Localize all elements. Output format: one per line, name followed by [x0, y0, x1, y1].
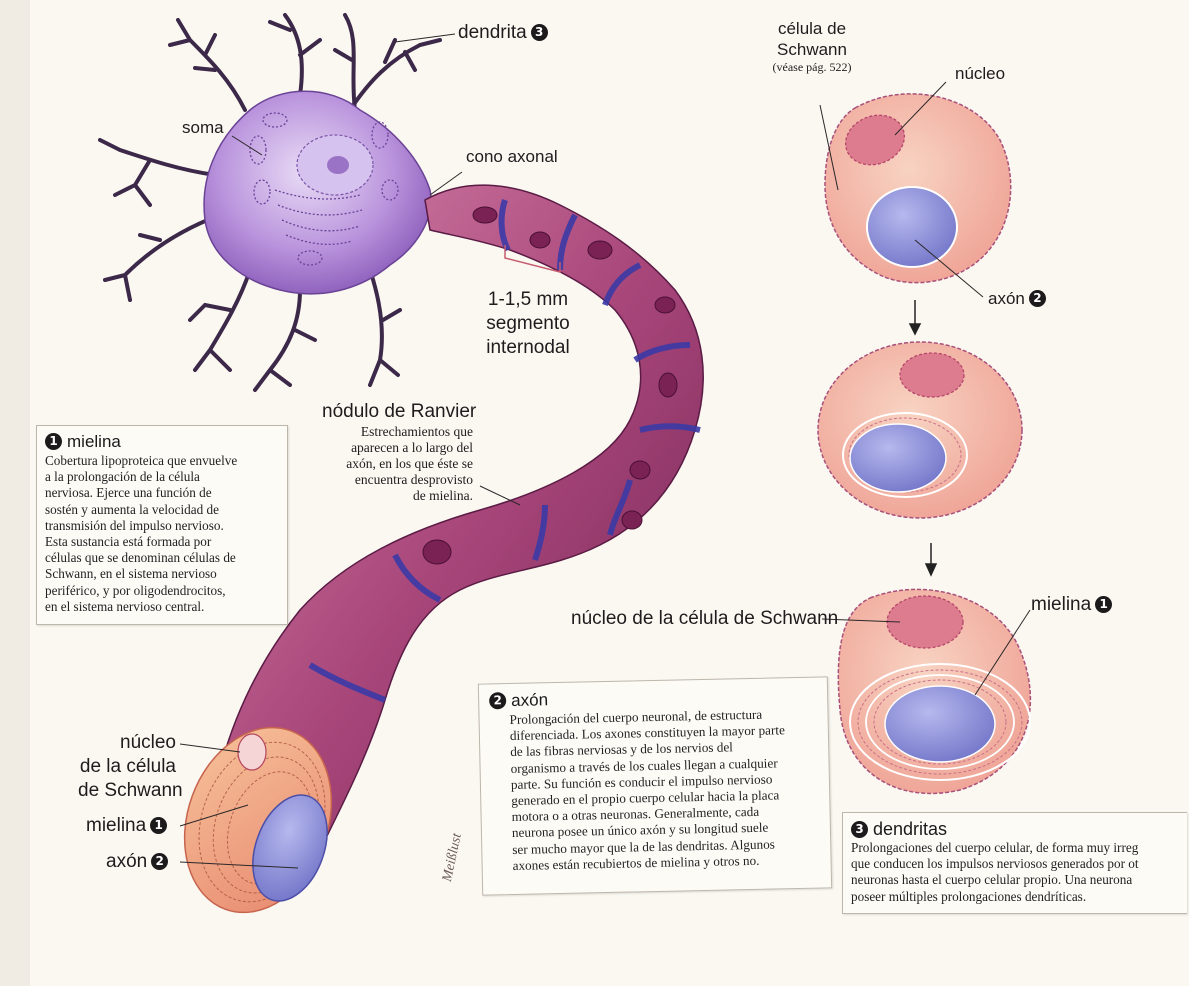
schwann-line-1: célula de — [762, 18, 862, 39]
schwann-page-ref: (véase pág. 522) — [762, 60, 862, 74]
info-box-body: Cobertura lipoproteica que envuelve a la… — [45, 453, 279, 615]
label-celula-schwann: célula de Schwann (véase pág. 522) — [762, 18, 862, 74]
schwann-stage-2 — [818, 342, 1022, 518]
info-box-title: 1 mielina — [45, 432, 279, 452]
body-line: Prolongaciones del cuerpo celular, de fo… — [851, 840, 1179, 856]
internodal-line-3: internodal — [483, 336, 573, 360]
info-box-title: 3 dendritas — [851, 819, 1179, 839]
label-internodal: 1-1,5 mm segmento internodal — [483, 288, 573, 360]
label-dendrita-text: dendrita — [458, 22, 527, 43]
info-box-mielina: 1 mielina Cobertura lipoproteica que envu… — [36, 425, 288, 625]
label-axon-right-text: axón — [988, 289, 1025, 308]
body-line: en el sistema nervioso central. — [45, 599, 279, 615]
schwann-stage-1 — [825, 94, 1011, 283]
body-line: a la prolongación de la célula — [45, 469, 279, 485]
number-badge: 3 — [851, 821, 868, 838]
label-mielina-left-text: mielina — [86, 815, 146, 836]
body-line: sostén y aumenta la velocidad de — [45, 502, 279, 518]
label-nodulo-ranvier: nódulo de Ranvier — [322, 400, 476, 424]
body-line: que conducen los impulsos nerviosos gene… — [851, 856, 1179, 872]
page-gutter — [0, 0, 30, 986]
info-box-axon: 2 axón Prolongación del cuerpo neuronal, … — [478, 676, 832, 895]
internodal-line-1: 1-1,5 mm — [483, 288, 573, 312]
body-line: nerviosa. Ejerce una función de — [45, 485, 279, 501]
label-nucleo-left: núcleo de la célula de Schwann — [78, 731, 176, 803]
label-soma: soma — [182, 117, 224, 138]
nucleo-left-line: de Schwann — [78, 779, 176, 803]
info-box-dendritas: 3 dendritas Prolongaciones del cuerpo cel… — [842, 812, 1187, 914]
nodulo-desc-line: encuentra desprovisto — [325, 472, 473, 488]
soma-body — [204, 91, 431, 294]
label-cono-axonal: cono axonal — [466, 146, 558, 167]
info-box-body: Prolongaciones del cuerpo celular, de fo… — [851, 840, 1179, 905]
nodulo-desc-line: aparecen a lo largo del — [325, 440, 473, 456]
number-badge: 1 — [150, 817, 167, 834]
schwann-line-2: Schwann — [762, 39, 862, 60]
label-axon-left-text: axón — [106, 851, 147, 872]
internodal-line-2: segmento — [483, 312, 573, 336]
nodulo-desc-line: de mielina. — [325, 488, 473, 504]
body-line: poseer múltiples prolongaciones dendríti… — [851, 889, 1179, 905]
body-line: Esta sustancia está formada por — [45, 534, 279, 550]
schwann-stage-3 — [838, 589, 1030, 793]
body-line: células que se denominan células de — [45, 550, 279, 566]
nodulo-desc-line: axón, en los que éste se — [325, 456, 473, 472]
body-line: periférico, y por oligodendrocitos, — [45, 583, 279, 599]
label-nucleo-celula-schwann: núcleo de la célula de Schwann — [571, 607, 838, 631]
number-badge: 1 — [45, 433, 62, 450]
body-line: Schwann, en el sistema nervioso — [45, 566, 279, 582]
info-box-body: Prolongación del cuerpo neuronal, de est… — [489, 706, 820, 875]
nucleo-left-line: de la célula — [78, 755, 176, 779]
info-box-title-text: axón — [511, 690, 548, 710]
number-badge: 3 — [531, 24, 548, 41]
body-line: transmisión del impulso nervioso. — [45, 518, 279, 534]
number-badge: 2 — [489, 692, 506, 709]
info-box-title-text: mielina — [67, 432, 121, 451]
nucleolus — [327, 156, 349, 174]
cut-schwann-nucleus — [238, 734, 266, 770]
nodulo-desc-line: Estrechamientos que — [325, 424, 473, 440]
number-badge: 1 — [1095, 596, 1112, 613]
nodulo-description: Estrechamientos que aparecen a lo largo … — [325, 424, 473, 504]
label-nucleo: núcleo — [955, 63, 1005, 84]
label-mielina-right-text: mielina — [1031, 594, 1091, 615]
body-line: neuronas hasta el cuerpo celular propio.… — [851, 872, 1179, 888]
number-badge: 2 — [151, 853, 168, 870]
body-line: Cobertura lipoproteica que envuelve — [45, 453, 279, 469]
info-box-title-text: dendritas — [873, 819, 947, 839]
number-badge: 2 — [1029, 290, 1046, 307]
nucleo-left-line: núcleo — [78, 731, 176, 755]
